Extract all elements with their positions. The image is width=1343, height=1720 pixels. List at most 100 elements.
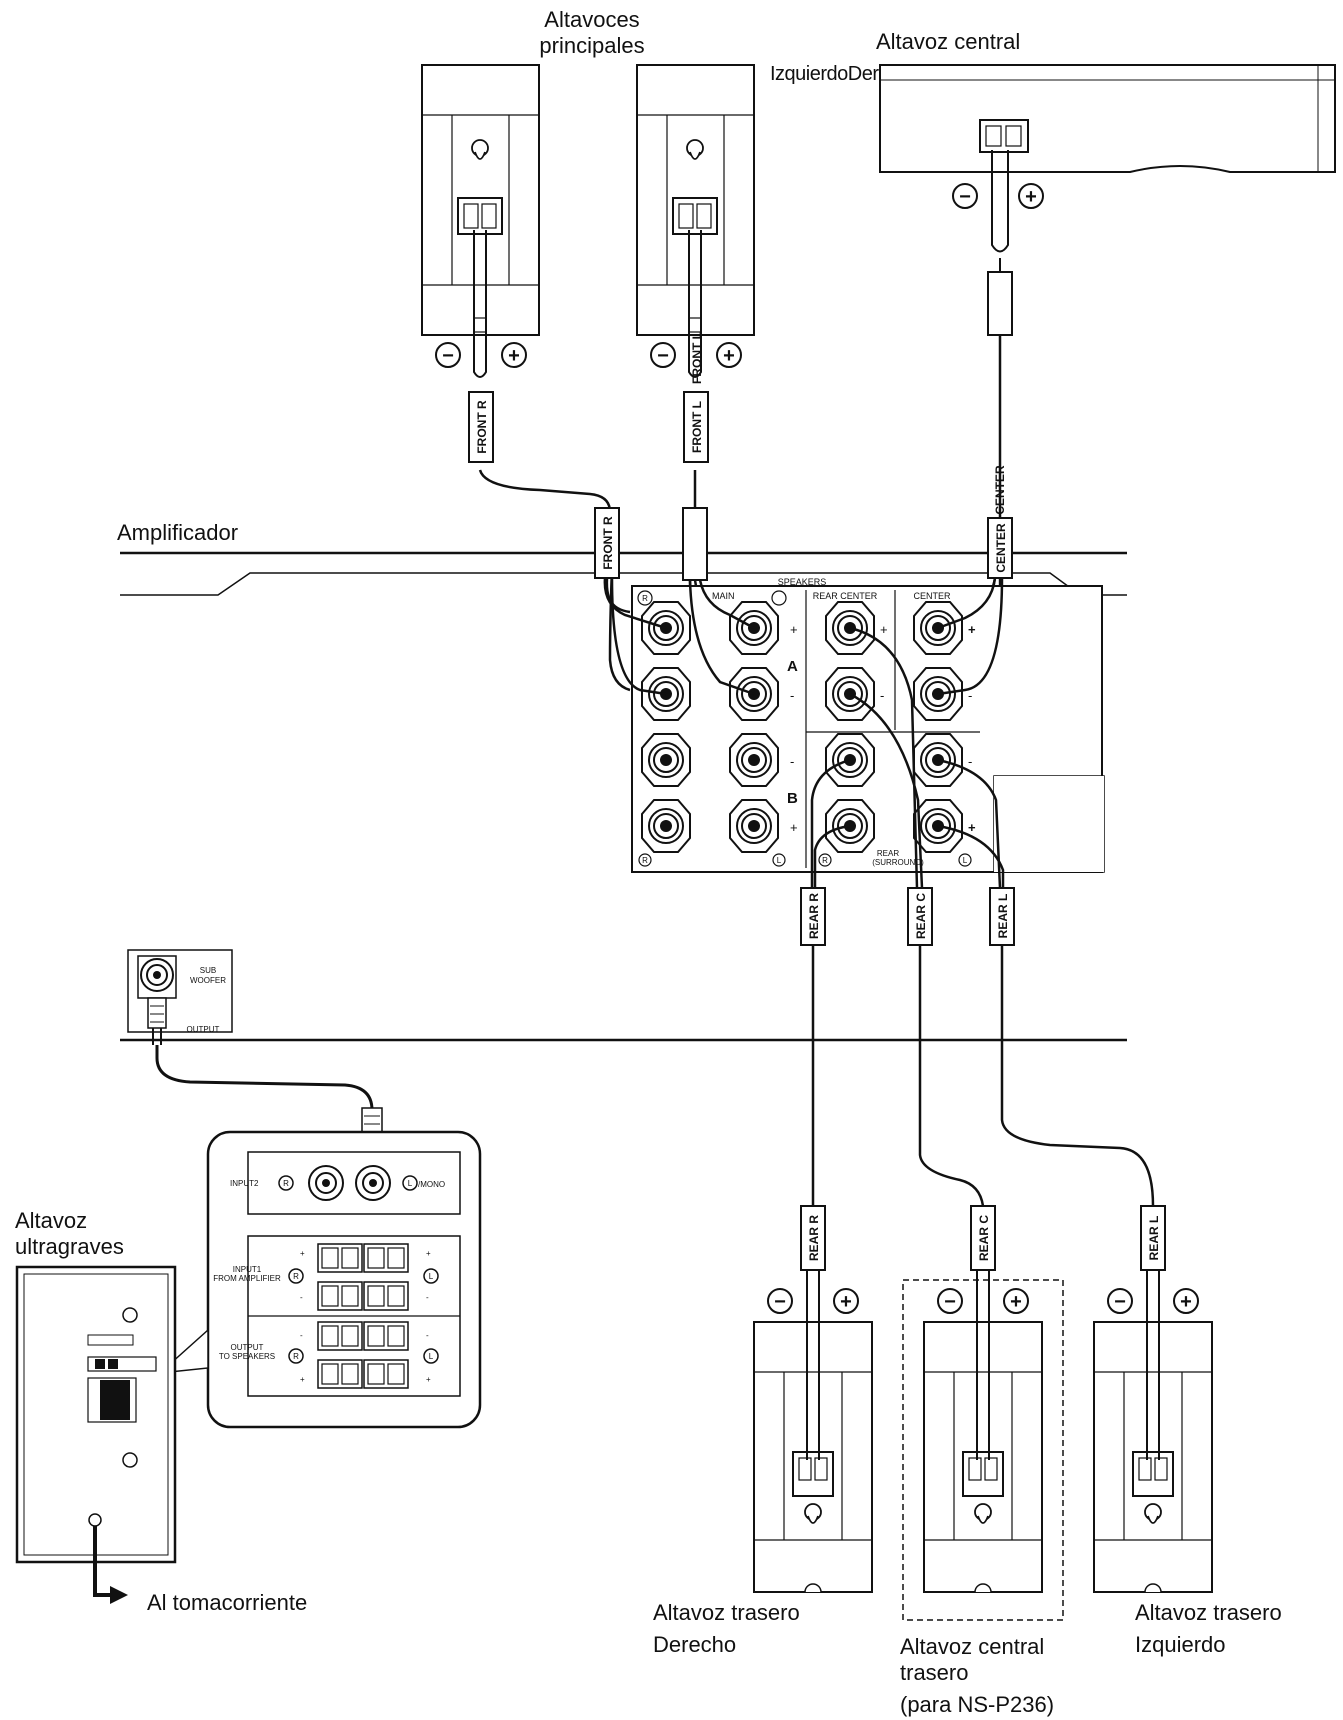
minus-sign: − — [442, 345, 454, 367]
optional-outline — [902, 1279, 1064, 1621]
output-label-2: TO SPEAKERS — [219, 1352, 275, 1361]
plus-terminal-icon — [1018, 183, 1044, 209]
subwoofer-caption-line2: ultragraves — [15, 1234, 124, 1259]
group-b-label: B — [787, 790, 798, 807]
sub-woofer-label-1: SUB — [200, 966, 216, 975]
plus-terminal-icon — [1173, 1288, 1199, 1314]
plus-sign: + — [880, 622, 888, 637]
sub-woofer-label-2: WOOFER — [190, 976, 226, 985]
rear-center-caption-line3: (para NS-P236) — [900, 1692, 1054, 1717]
minus-sign: - — [968, 688, 972, 703]
front-left-upper-tag: FRONT L FRONT L — [683, 332, 709, 463]
plus-sign: + — [723, 345, 735, 367]
r-marker-icon — [288, 1268, 304, 1284]
minus-sign: - — [300, 1331, 303, 1340]
l-marker-icon — [423, 1348, 439, 1364]
minus-sign: − — [1114, 1291, 1126, 1313]
rear-left-terminal-signs: − + — [1107, 1288, 1199, 1314]
spring-clip-terminal[interactable] — [363, 1243, 409, 1273]
plus-sign: + — [1025, 186, 1037, 208]
center-lower-tag: CENTER CENTER — [987, 465, 1013, 579]
outlet-label: Al tomacorriente — [147, 1590, 307, 1615]
l-marker-text: L — [408, 1179, 413, 1188]
input1-label-1: INPUT1 — [233, 1265, 262, 1274]
binding-post[interactable] — [729, 799, 779, 853]
minus-sign: - — [790, 754, 794, 769]
main-panel-label: MAIN — [712, 591, 735, 601]
center-lower-tag-text: CENTER — [994, 523, 1008, 573]
spring-clip-terminal[interactable] — [317, 1281, 363, 1311]
amplifier-label: Amplificador — [117, 520, 238, 545]
front-left-speaker — [636, 64, 755, 336]
minus-terminal-icon — [767, 1288, 793, 1314]
front-left-lower-tag — [682, 507, 708, 581]
subwoofer-caption-line1: Altavoz — [15, 1208, 87, 1233]
front-left-overlap-tag-text: FRONT L — [690, 332, 704, 384]
spring-clip-terminal[interactable] — [317, 1359, 363, 1389]
l-marker-icon — [772, 853, 786, 867]
rear-center-speaker — [902, 1279, 1064, 1621]
r-marker-icon — [818, 853, 832, 867]
r-marker-text: R — [822, 856, 828, 865]
rear-right-caption-line2: Derecho — [653, 1632, 736, 1657]
center-panel-label: CENTER — [913, 591, 951, 601]
plus-sign: + — [300, 1249, 305, 1258]
minus-sign: - — [426, 1331, 429, 1340]
plus-sign: + — [1180, 1291, 1192, 1313]
minus-sign: - — [300, 1293, 303, 1302]
front-left-upper-tag-text: FRONT L — [690, 401, 704, 453]
plus-sign: + — [300, 1375, 305, 1384]
plus-sign: + — [840, 1291, 852, 1313]
rear-right-upper-tag: REAR R — [800, 887, 826, 946]
plus-sign: + — [968, 820, 976, 835]
rear-surround-label-1: REAR — [877, 849, 899, 858]
rear-center-caption-line1: Altavoz central — [900, 1634, 1044, 1659]
spring-clip-terminal[interactable] — [363, 1281, 409, 1311]
front-right-upper-tag: FRONT R — [468, 391, 494, 463]
spring-clip-terminal[interactable] — [363, 1321, 409, 1351]
spring-clip-terminal[interactable] — [317, 1243, 363, 1273]
rear-left-upper-tag: REAR L — [989, 887, 1015, 946]
front-left-terminal-signs: − + — [650, 342, 742, 368]
rear-right-lower-tag-text: REAR R — [807, 1215, 821, 1261]
rear-right-speaker-caption: Altavoz trasero Derecho — [653, 1600, 800, 1657]
rear-left-lower-tag-text: REAR L — [1147, 1216, 1161, 1261]
rear-right-lower-tag: REAR R — [800, 1205, 826, 1271]
l-marker-icon — [771, 590, 787, 606]
rear-center-speaker-caption: Altavoz central trasero (para NS-P236) — [900, 1634, 1054, 1717]
rear-center-caption-line2: trasero — [900, 1660, 968, 1685]
plus-terminal-icon — [716, 342, 742, 368]
rear-center-lower-tag-text: REAR C — [977, 1215, 991, 1261]
rear-right-speaker — [753, 1321, 873, 1593]
l-marker-text: L — [963, 856, 968, 865]
binding-post[interactable] — [641, 733, 691, 787]
r-marker-text: R — [293, 1272, 299, 1281]
plus-terminal-icon — [501, 342, 527, 368]
rear-center-upper-tag: REAR C — [907, 887, 933, 946]
r-marker-text: R — [642, 856, 648, 865]
minus-sign: − — [774, 1291, 786, 1313]
minus-terminal-icon — [952, 183, 978, 209]
input2-label: INPUT2 — [230, 1179, 259, 1188]
minus-terminal-icon — [937, 1288, 963, 1314]
minus-sign: − — [959, 186, 971, 208]
spring-clip-terminal[interactable] — [363, 1359, 409, 1389]
spring-clip-terminal[interactable] — [317, 1321, 363, 1351]
front-wires-on-posts — [603, 577, 1004, 696]
plus-sign: + — [508, 345, 520, 367]
r-marker-icon — [288, 1348, 304, 1364]
center-speaker — [879, 64, 1336, 173]
sub-output-label: OUTPUT — [187, 1025, 220, 1034]
subwoofer-caption: Altavoz ultragraves — [15, 1208, 124, 1259]
rear-left-speaker — [1093, 1321, 1213, 1593]
input1-label-2: FROM AMPLIFIER — [213, 1274, 281, 1283]
front-right-upper-tag-text: FRONT R — [475, 400, 489, 454]
binding-post[interactable] — [729, 733, 779, 787]
plus-sign: + — [790, 622, 798, 637]
center-overlap-tag-text: CENTER — [993, 465, 1007, 515]
rear-right-terminal-signs: − + — [767, 1288, 859, 1314]
binding-post[interactable] — [641, 799, 691, 853]
arrow-right-icon — [110, 1586, 128, 1604]
rear-surround-label-2: (SURROUND) — [872, 858, 924, 867]
